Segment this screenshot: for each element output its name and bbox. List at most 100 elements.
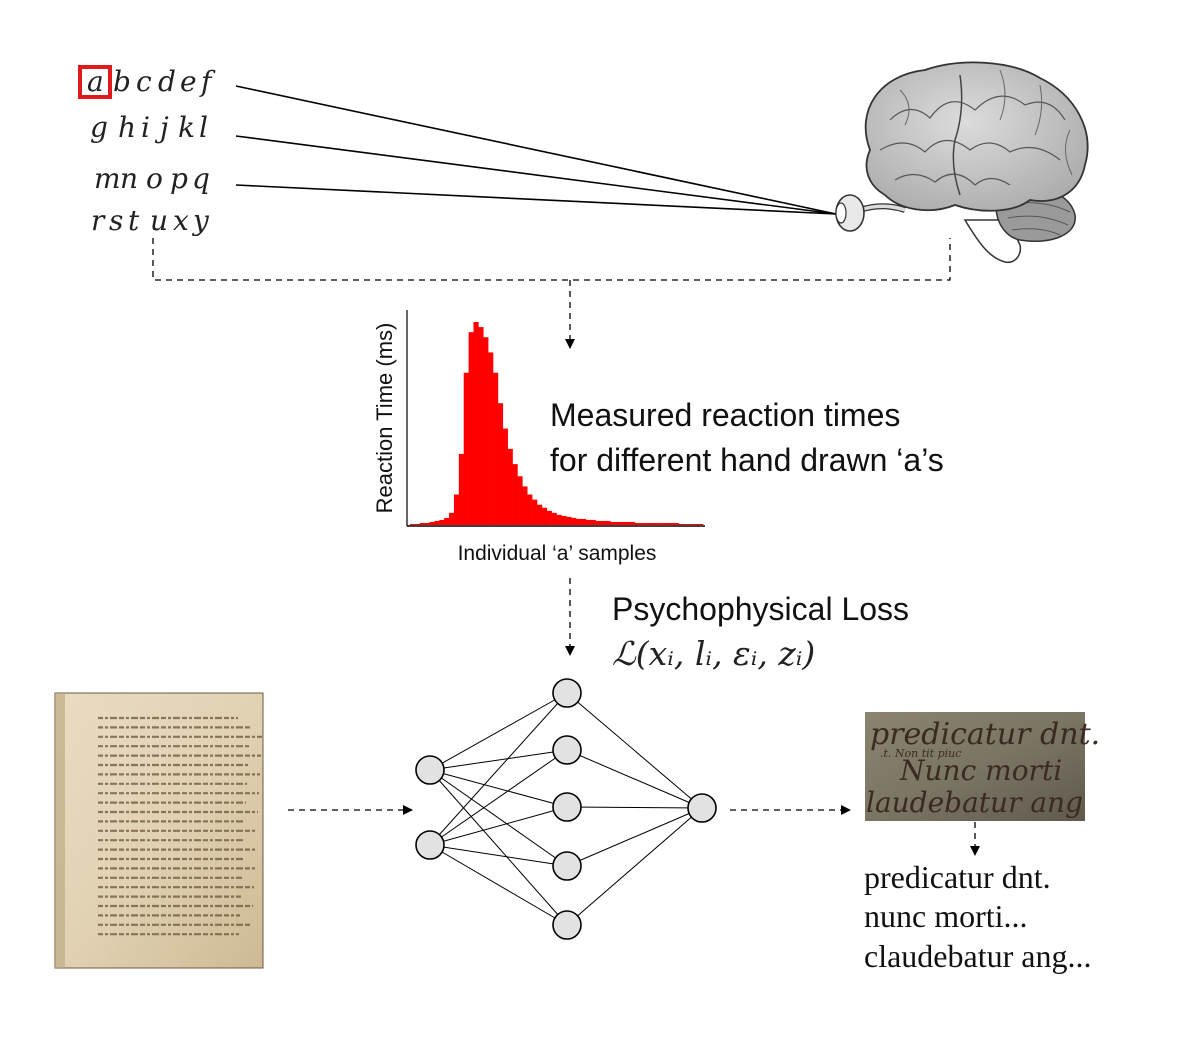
histogram-bar xyxy=(429,521,435,525)
alphabet-letter: s xyxy=(109,204,123,237)
histogram-bar xyxy=(502,428,508,525)
histogram-bar xyxy=(619,521,626,525)
histogram-bar xyxy=(507,448,513,526)
histogram-bar xyxy=(556,514,562,525)
alphabet-letter: b xyxy=(113,65,131,98)
histogram-bar xyxy=(683,523,689,526)
transcription-line: claudebatur ang... xyxy=(864,938,1091,974)
hidden-node xyxy=(552,910,582,940)
histogram-bar xyxy=(444,517,450,525)
histogram-bar xyxy=(414,523,421,526)
network-edge xyxy=(429,749,568,846)
reaction-time-histogram: Reaction Time (ms) Individual ‘a’ sample… xyxy=(372,310,705,565)
transcription-line: predicatur dnt. xyxy=(864,859,1051,895)
network-edge xyxy=(429,844,568,926)
highlight-box xyxy=(78,65,112,99)
histogram-bar xyxy=(693,523,699,526)
histogram-bar xyxy=(663,522,670,525)
alphabet-letter: c xyxy=(136,65,152,98)
alphabet-letter: t xyxy=(128,204,140,237)
network-edge xyxy=(429,769,568,867)
histogram-bar xyxy=(458,453,465,525)
histogram-bar xyxy=(512,464,518,525)
histogram-bar xyxy=(483,337,489,526)
alphabet-letter: u xyxy=(150,204,168,237)
histogram-bar xyxy=(541,507,548,526)
histogram-bar xyxy=(517,476,523,525)
histogram-bar xyxy=(410,523,416,526)
histogram-bar xyxy=(659,522,665,525)
alphabet-letter: e xyxy=(180,65,197,98)
alphabet-letter: a xyxy=(87,65,104,98)
input-node xyxy=(415,755,445,785)
network-edges xyxy=(429,692,703,926)
network-edge xyxy=(429,769,568,808)
hidden-node xyxy=(552,735,582,765)
brain-icon xyxy=(835,61,1089,264)
manuscript-crop-image: predicatur dnt. .t. Non tit piuc Nunc mo… xyxy=(865,712,1100,821)
histogram-bar xyxy=(566,516,572,525)
histogram-bar xyxy=(493,372,499,525)
histogram-bar xyxy=(639,522,645,525)
histogram-bar xyxy=(600,520,606,525)
histogram-bar xyxy=(615,521,621,525)
crop-line3: laudebatur ang xyxy=(866,786,1083,819)
manuscript-page-image xyxy=(54,692,264,969)
histogram-bar xyxy=(463,372,469,525)
network-edge xyxy=(566,807,703,867)
network-nodes xyxy=(415,678,717,940)
alphabet-letter: q xyxy=(192,162,210,195)
alphabet-letter: n xyxy=(120,162,138,195)
histogram-bar xyxy=(678,523,684,526)
measured-label: Measured reaction times for different ha… xyxy=(550,397,944,478)
histogram-bar xyxy=(585,519,591,525)
hidden-node xyxy=(552,851,582,881)
histogram-bar xyxy=(595,520,601,525)
alphabet-letter: r xyxy=(91,204,106,237)
histogram-bar xyxy=(424,522,430,525)
transcription-output: predicatur dnt. nunc morti... claudebatu… xyxy=(864,859,1091,974)
loss-formula: ℒ(xᵢ, lᵢ, εᵢ, zᵢ) xyxy=(612,634,815,673)
transcription-line: nunc morti... xyxy=(864,898,1028,934)
crop-line2: Nunc morti xyxy=(899,754,1062,787)
histogram-bar xyxy=(571,517,577,525)
histogram-bar xyxy=(590,519,596,525)
alphabet-letter: g xyxy=(90,111,108,144)
histogram-bar xyxy=(434,520,440,525)
network-edge xyxy=(429,769,568,926)
network-edge xyxy=(566,749,703,809)
network-edge xyxy=(429,692,568,846)
network-edge xyxy=(429,806,568,846)
histogram-bar xyxy=(546,510,552,525)
alphabet-letter: h xyxy=(118,111,136,144)
alphabet-letter: y xyxy=(191,204,210,237)
histogram-bar xyxy=(644,522,650,525)
histogram-bar xyxy=(522,486,528,525)
histogram-bar xyxy=(698,523,704,526)
alphabet-letter: l xyxy=(199,111,208,144)
histogram-bar xyxy=(629,521,635,525)
alphabet-letter: p xyxy=(170,162,188,195)
crop-line1-small: .t. Non tit piuc xyxy=(880,747,961,760)
alphabet-letter: d xyxy=(158,65,176,98)
histogram-bar xyxy=(561,515,567,525)
neural-network xyxy=(415,678,717,940)
loss-title: Psychophysical Loss xyxy=(612,591,909,627)
input-node xyxy=(415,830,445,860)
histogram-bar xyxy=(473,322,479,525)
histogram-bar xyxy=(634,522,640,525)
alphabet-letter: o xyxy=(146,162,163,195)
histogram-bar xyxy=(497,403,504,525)
network-edge xyxy=(566,692,703,809)
histogram-bar xyxy=(453,494,460,525)
histogram-bar xyxy=(551,512,557,525)
histogram-bar xyxy=(478,327,484,525)
network-edge xyxy=(566,806,703,809)
alphabet-letter: f xyxy=(199,65,216,98)
vision-lines xyxy=(235,85,837,215)
histogram-bar xyxy=(605,520,611,525)
